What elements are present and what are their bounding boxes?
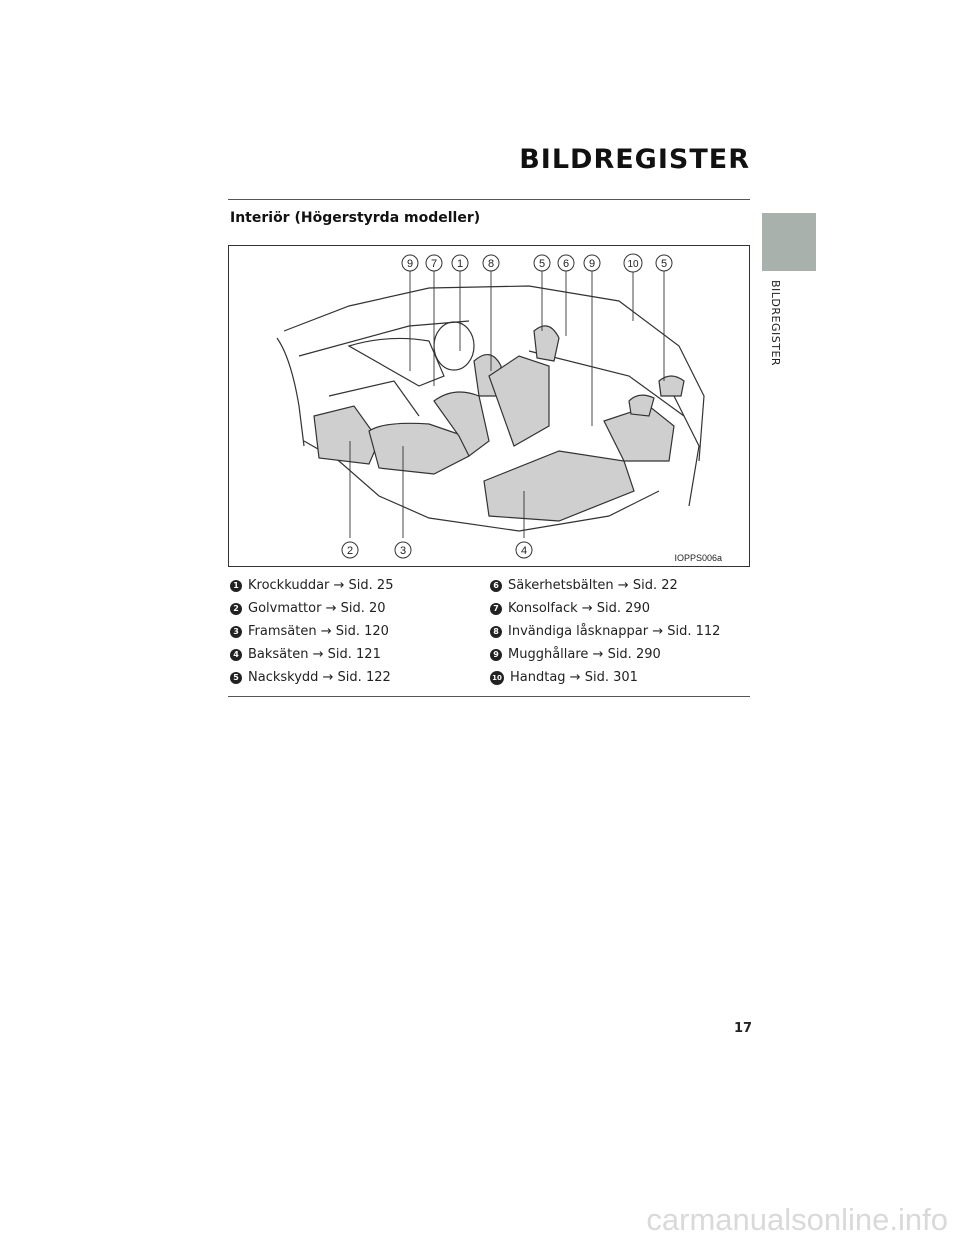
callout-2: 2 [341, 541, 359, 559]
number-badge: 7 [490, 602, 502, 615]
figure-code: IOPPS006a [674, 553, 722, 563]
chapter-label: BILDREGISTER [769, 280, 782, 367]
top-divider [228, 199, 750, 200]
callout-5: 5 [533, 254, 551, 272]
callout-10: 10 [623, 253, 643, 273]
legend-right: 6 Säkerhetsbälten → Sid. 22 7 Konsolfack →… [490, 574, 720, 689]
callout-8: 8 [482, 254, 500, 272]
watermark: carmanualsonline.info [646, 1202, 948, 1237]
callout-5b: 5 [655, 254, 673, 272]
legend-text: Krockkuddar → Sid. 25 [248, 578, 394, 593]
svg-text:10: 10 [627, 259, 639, 270]
number-badge: 2 [230, 602, 242, 615]
legend-text: Baksäten → Sid. 121 [248, 647, 381, 662]
legend-item: 8 Invändiga låsknappar → Sid. 112 [490, 620, 720, 643]
number-badge: 3 [230, 625, 242, 638]
legend-item: 5 Nackskydd → Sid. 122 [230, 666, 393, 689]
callout-9: 9 [401, 254, 419, 272]
legend-text: Handtag → Sid. 301 [510, 670, 638, 685]
number-badge: 6 [490, 579, 502, 592]
number-badge: 9 [490, 648, 502, 661]
interior-illustration: 9 7 1 8 5 6 9 [228, 245, 750, 567]
page-title: BILDREGISTER [519, 144, 750, 175]
legend-item: 3 Framsäten → Sid. 120 [230, 620, 393, 643]
legend-text: Framsäten → Sid. 120 [248, 624, 389, 639]
legend-item: 4 Baksäten → Sid. 121 [230, 643, 393, 666]
number-badge: 1 [230, 579, 242, 592]
legend-item: 7 Konsolfack → Sid. 290 [490, 597, 720, 620]
svg-text:2: 2 [347, 545, 353, 557]
svg-text:9: 9 [589, 258, 595, 270]
number-badge: 10 [490, 670, 504, 685]
legend-item: 6 Säkerhetsbälten → Sid. 22 [490, 574, 720, 597]
callout-7: 7 [425, 254, 443, 272]
legend-text: Säkerhetsbälten → Sid. 22 [508, 578, 678, 593]
legend-text: Mugghållare → Sid. 290 [508, 647, 661, 662]
page-number: 17 [734, 1021, 753, 1036]
svg-text:7: 7 [431, 258, 437, 270]
legend-item: 1 Krockkuddar → Sid. 25 [230, 574, 393, 597]
bottom-divider [228, 696, 750, 697]
svg-text:1: 1 [457, 258, 463, 270]
legend-text: Nackskydd → Sid. 122 [248, 670, 391, 685]
legend-text: Golvmattor → Sid. 20 [248, 601, 386, 616]
svg-text:8: 8 [488, 258, 494, 270]
legend-item: 10 Handtag → Sid. 301 [490, 666, 720, 689]
svg-text:5: 5 [661, 258, 667, 270]
legend-item: 9 Mugghållare → Sid. 290 [490, 643, 720, 666]
legend-item: 2 Golvmattor → Sid. 20 [230, 597, 393, 620]
legend-text: Konsolfack → Sid. 290 [508, 601, 650, 616]
number-badge: 4 [230, 648, 242, 661]
svg-text:5: 5 [539, 258, 545, 270]
svg-text:4: 4 [521, 545, 527, 557]
legend-left: 1 Krockkuddar → Sid. 25 2 Golvmattor → Sid… [230, 574, 393, 689]
callout-3: 3 [394, 541, 412, 559]
chapter-tab [762, 213, 816, 271]
number-badge: 5 [230, 671, 242, 684]
legend-text: Invändiga låsknappar → Sid. 112 [508, 624, 721, 639]
car-interior-drawing: 9 7 1 8 5 6 9 [276, 253, 705, 559]
callout-1: 1 [451, 254, 469, 272]
callout-6: 6 [557, 254, 575, 272]
callout-9b: 9 [583, 254, 601, 272]
callout-4: 4 [515, 541, 533, 559]
number-badge: 8 [490, 625, 502, 638]
svg-text:6: 6 [563, 258, 569, 270]
callout-markers: 9 7 1 8 5 6 9 [341, 253, 673, 559]
svg-text:9: 9 [407, 258, 413, 270]
svg-text:3: 3 [400, 545, 406, 557]
section-heading: Interiör (Högerstyrda modeller) [230, 210, 481, 226]
